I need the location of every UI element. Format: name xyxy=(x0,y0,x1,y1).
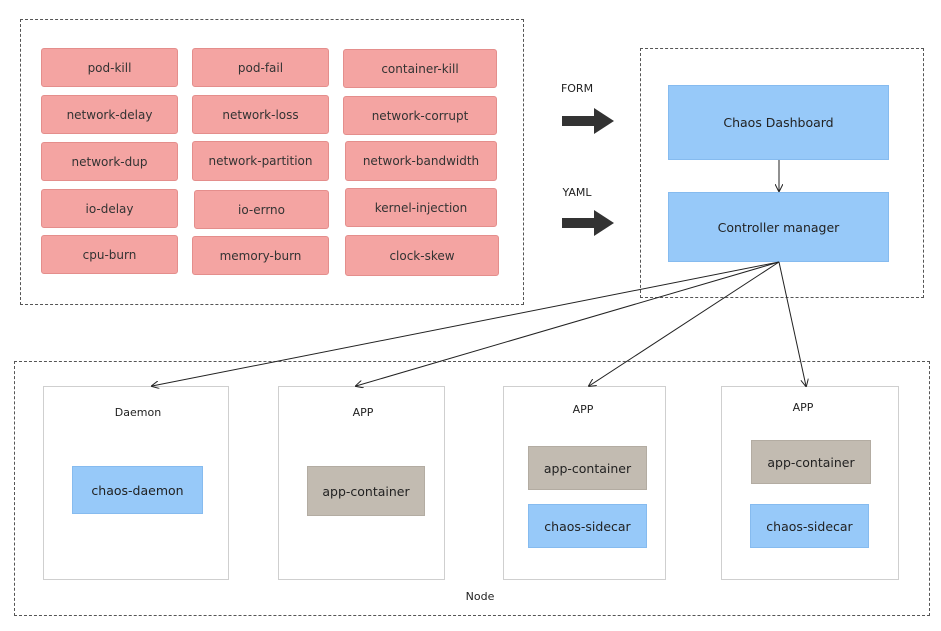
app-container-box: app-container xyxy=(751,440,871,484)
controller-to-app1-arrow xyxy=(356,261,780,386)
chaos-dashboard-box: Chaos Dashboard xyxy=(668,85,889,160)
chaos-type-pod-fail: pod-fail xyxy=(192,48,329,87)
chaos-type-memory-burn: memory-burn xyxy=(192,236,329,275)
controller-to-daemon-arrow xyxy=(152,261,780,386)
chaos-types-panel xyxy=(20,19,524,305)
yaml-label: YAML xyxy=(562,186,592,199)
controller-manager-box: Controller manager xyxy=(668,192,889,262)
pod-title: Daemon xyxy=(114,406,162,419)
chaos-type-container-kill: container-kill xyxy=(343,49,497,88)
chaos-type-network-delay: network-delay xyxy=(41,95,178,134)
app-container-box: app-container xyxy=(307,466,425,516)
chaos-sidecar-box: chaos-sidecar xyxy=(528,504,647,548)
pod-title: APP xyxy=(572,403,594,416)
chaos-type-network-partition: network-partition xyxy=(192,141,329,181)
chaos-type-network-corrupt: network-corrupt xyxy=(343,96,497,135)
node-panel xyxy=(14,361,930,616)
yaml-arrow-icon xyxy=(562,210,614,236)
node-label: Node xyxy=(465,590,495,603)
control-plane-panel xyxy=(640,48,924,298)
controller-to-app2-arrow xyxy=(589,261,780,386)
chaos-daemon-box: chaos-daemon xyxy=(72,466,203,514)
chaos-type-cpu-burn: cpu-burn xyxy=(41,235,178,274)
chaos-type-network-bandwidth: network-bandwidth xyxy=(345,141,497,181)
chaos-type-kernel-injection: kernel-injection xyxy=(345,188,497,227)
chaos-type-pod-kill: pod-kill xyxy=(41,48,178,87)
chaos-type-network-loss: network-loss xyxy=(192,95,329,134)
chaos-type-clock-skew: clock-skew xyxy=(345,235,499,276)
pod-title: APP xyxy=(352,406,374,419)
form-label: FORM xyxy=(560,82,594,95)
pod-title: APP xyxy=(792,401,814,414)
chaos-sidecar-box: chaos-sidecar xyxy=(750,504,869,548)
app-container-box: app-container xyxy=(528,446,647,490)
chaos-type-io-errno: io-errno xyxy=(194,190,329,229)
chaos-type-network-dup: network-dup xyxy=(41,142,178,181)
form-arrow-icon xyxy=(562,108,614,134)
chaos-type-io-delay: io-delay xyxy=(41,189,178,228)
controller-to-app3-arrow xyxy=(778,261,806,386)
